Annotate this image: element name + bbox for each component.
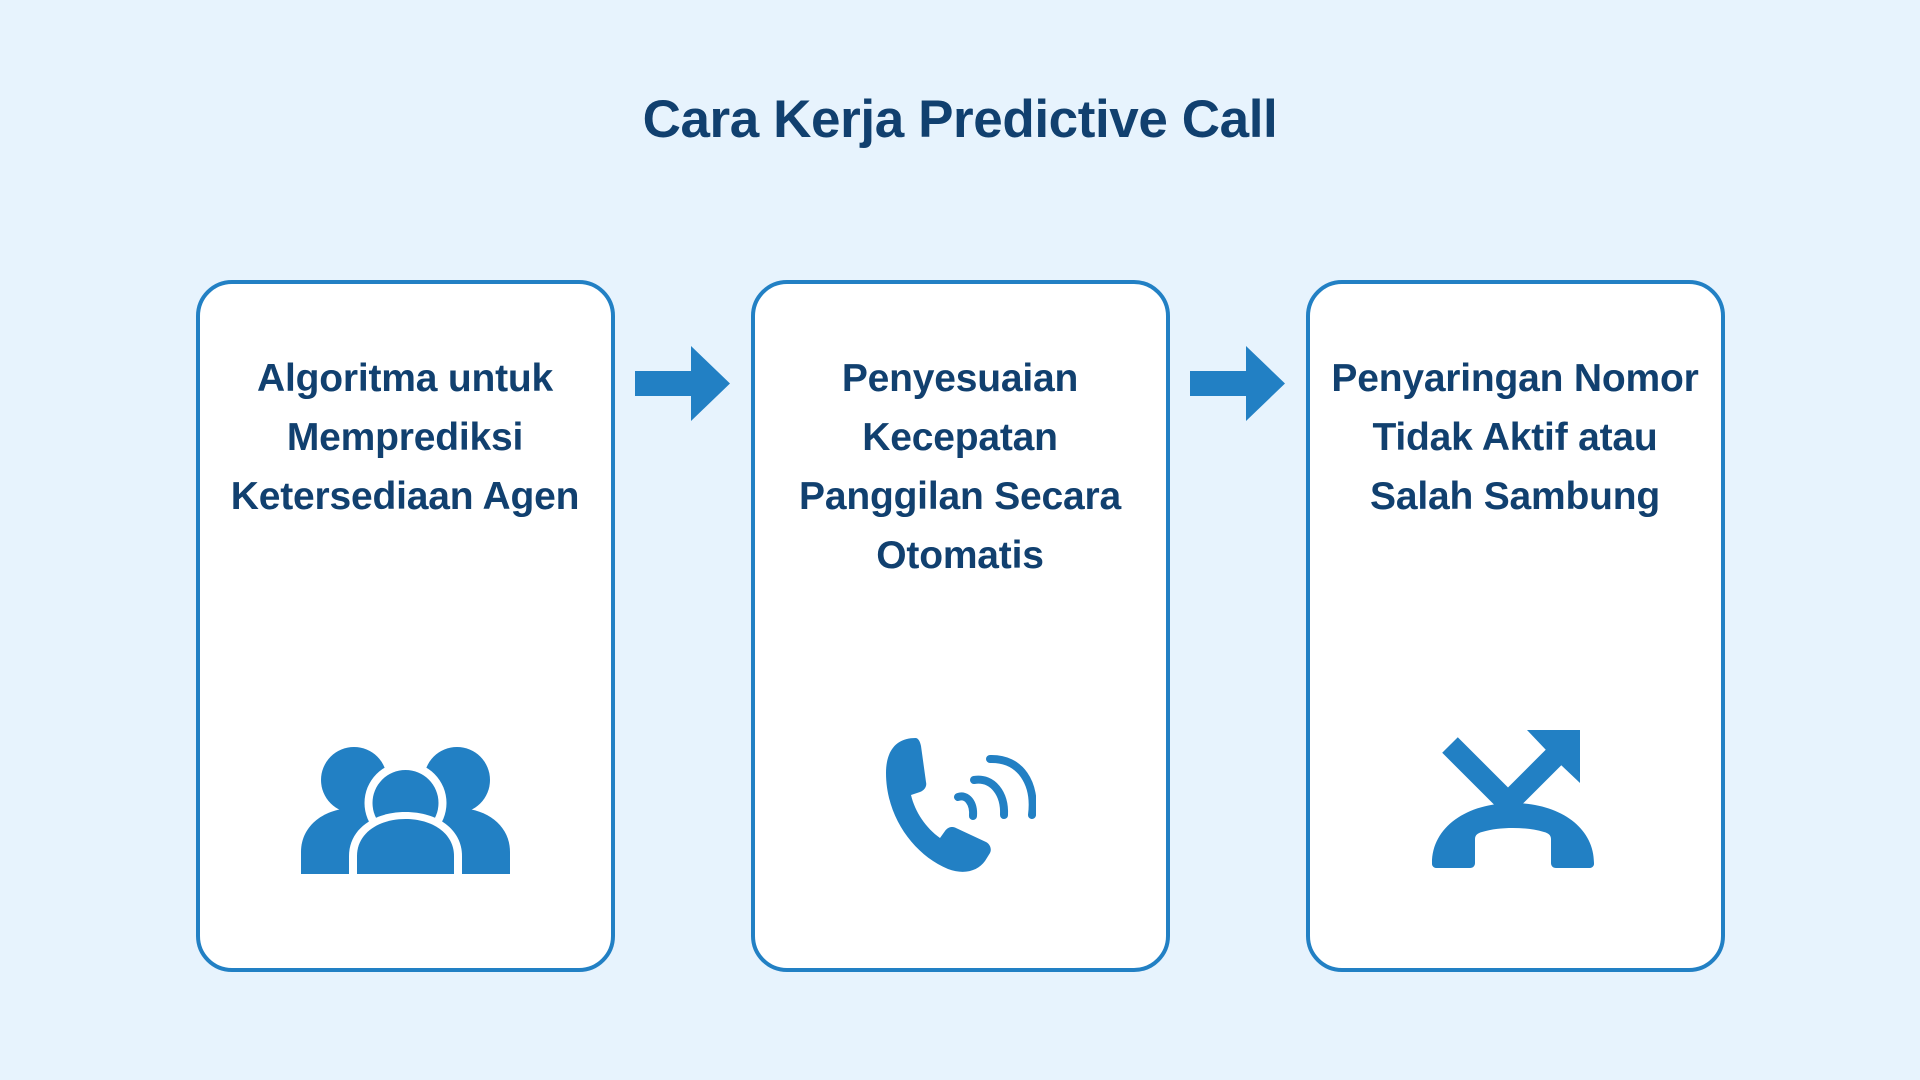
people-group-icon — [200, 746, 611, 874]
flow-card-label-1: Algoritma untuk Memprediksi Ketersediaan… — [230, 357, 580, 518]
ringing-phone-icon — [755, 731, 1166, 873]
page-title-container: Cara Kerja Predictive Call — [0, 0, 1920, 230]
flow-card-label-3: Penyaringan Nomor Tidak Aktif atau Salah… — [1331, 357, 1699, 518]
flow-card-step-2: Penyesuaian Kecepatan Panggilan Secara O… — [750, 280, 1170, 972]
arrow-right-icon — [1190, 346, 1285, 421]
flow-card-step-1: Algoritma untuk Memprediksi Ketersediaan… — [195, 280, 615, 972]
process-flow: Algoritma untuk Memprediksi Ketersediaan… — [0, 280, 1920, 975]
page-title: Cara Kerja Predictive Call — [642, 89, 1278, 149]
arrow-right-icon — [635, 346, 730, 421]
flow-card-label-2: Penyesuaian Kecepatan Panggilan Secara O… — [799, 357, 1121, 577]
missed-call-icon — [1310, 723, 1721, 868]
flow-card-step-3: Penyaringan Nomor Tidak Aktif atau Salah… — [1305, 280, 1725, 972]
flow-arrow-2-container — [1170, 280, 1306, 975]
flow-arrow-1-container — [615, 280, 751, 975]
